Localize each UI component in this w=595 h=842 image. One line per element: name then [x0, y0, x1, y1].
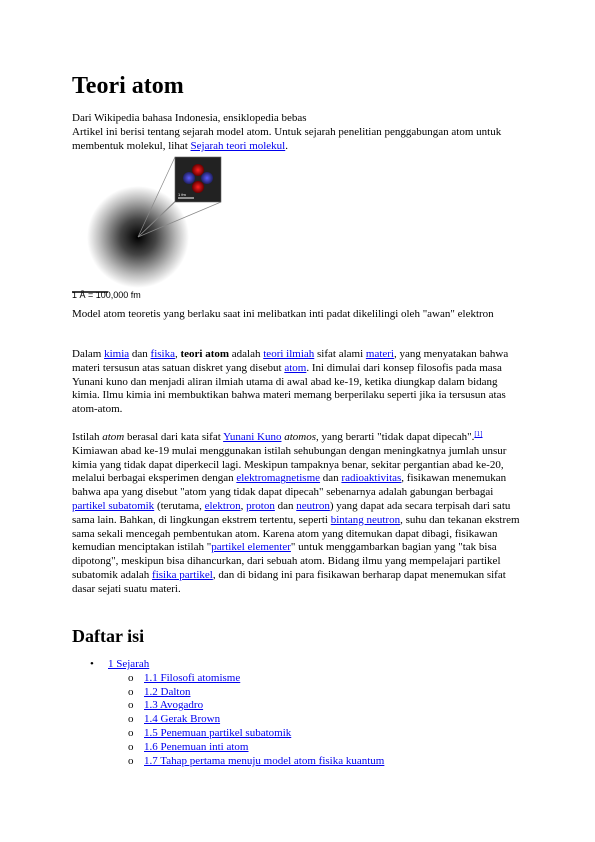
toc-link-penemuan-inti-atom[interactable]: 1.6 Penemuan inti atom — [144, 740, 249, 753]
etymology-paragraph: Istilah atom berasal dari kata sifat Yun… — [72, 430, 520, 595]
toc-subitem: o 1.7 Tahap pertama menuju model atom fis… — [72, 755, 524, 769]
toc-link-gerak-brown[interactable]: 1.4 Gerak Brown — [144, 713, 221, 726]
toc-link-sejarah[interactable]: 1 Sejarah — [108, 658, 150, 670]
circle-bullet-icon: o — [128, 699, 134, 712]
toc-heading: Daftar isi — [72, 626, 145, 646]
circle-bullet-icon: o — [128, 671, 134, 684]
ref-1[interactable]: [1] — [474, 430, 483, 438]
toc-link-dalton[interactable]: 1.2 Dalton — [144, 685, 191, 698]
hatnote-end: . — [285, 139, 288, 152]
link-proton[interactable]: proton — [246, 499, 275, 512]
atom-illustration: 1 fm 1 Å = 100,000 fm — [72, 156, 222, 300]
bullet-icon: • — [90, 658, 94, 670]
intro-paragraph: Dalam kimia dan fisika, teori atom adala… — [72, 348, 509, 416]
link-sejarah-teori-molekul[interactable]: Sejarah teori molekul — [190, 139, 286, 152]
link-yunani-kuno[interactable]: Yunani Kuno — [223, 431, 282, 443]
link-teori-ilmiah[interactable]: teori ilmiah — [263, 348, 315, 360]
figure-caption: Model atom teoretis yang berlaku saat in… — [72, 308, 494, 320]
toc-subitem: o 1.2 Dalton — [72, 686, 524, 700]
circle-bullet-icon: o — [128, 713, 134, 726]
link-partikel-elementer[interactable]: partikel elementer — [211, 541, 291, 554]
circle-bullet-icon: o — [128, 740, 134, 753]
link-partikel-subatomik[interactable]: partikel subatomik — [72, 499, 155, 512]
link-elektromagnetisme[interactable]: elektromagnetisme — [236, 472, 321, 485]
toc-subitem: o 1.6 Penemuan inti atom — [72, 741, 524, 755]
link-neutron[interactable]: neutron — [296, 499, 330, 512]
toc-link-penemuan-partikel-subatomik[interactable]: 1.5 Penemuan partikel subatomik — [144, 726, 292, 739]
toc-item-sejarah: • 1 Sejarah — [72, 658, 524, 672]
bold-term: teori atom — [180, 348, 230, 360]
link-atom[interactable]: atom — [284, 361, 307, 374]
toc-link-avogadro[interactable]: 1.3 Avogadro — [144, 699, 204, 712]
circle-bullet-icon: o — [128, 726, 134, 739]
scale-label: 1 Å = 100,000 fm — [72, 290, 141, 300]
link-elektron[interactable]: elektron — [204, 499, 241, 512]
link-materi[interactable]: materi — [365, 348, 394, 360]
toc-subitem: o 1.4 Gerak Brown — [72, 713, 524, 727]
subtitle: Dari Wikipedia bahasa Indonesia, ensiklo… — [72, 112, 307, 124]
toc-link-tahap-pertama[interactable]: 1.7 Tahap pertama menuju model atom fisi… — [144, 754, 385, 767]
circle-bullet-icon: o — [128, 685, 134, 698]
page-title: Teori atom — [72, 73, 184, 99]
link-kimia[interactable]: kimia — [104, 348, 130, 360]
table-of-contents: • 1 Sejarah o 1.1 Filosofi atomisme o 1.2 … — [72, 658, 524, 768]
link-fisika[interactable]: fisika — [150, 348, 175, 360]
atom-figure[interactable]: 1 fm 1 Å = 100,000 fm — [72, 156, 232, 306]
toc-subitem: o 1.5 Penemuan partikel subatomik — [72, 727, 524, 741]
link-radioaktivitas[interactable]: radioaktivitas — [341, 472, 402, 485]
toc-subitem: o 1.3 Avogadro — [72, 699, 524, 713]
hatnote-text: Artikel ini berisi tentang sejarah model… — [72, 126, 502, 152]
link-bintang-neutron[interactable]: bintang neutron — [330, 513, 401, 526]
inset-scale-label: 1 fm — [178, 192, 186, 197]
toc-link-filosofi-atomisme[interactable]: 1.1 Filosofi atomisme — [144, 671, 241, 684]
toc-subitem: o 1.1 Filosofi atomisme — [72, 672, 524, 686]
link-fisika-partikel[interactable]: fisika partikel — [152, 568, 213, 581]
circle-bullet-icon: o — [128, 754, 134, 767]
hatnote: Artikel ini berisi tentang sejarah model… — [72, 126, 524, 154]
